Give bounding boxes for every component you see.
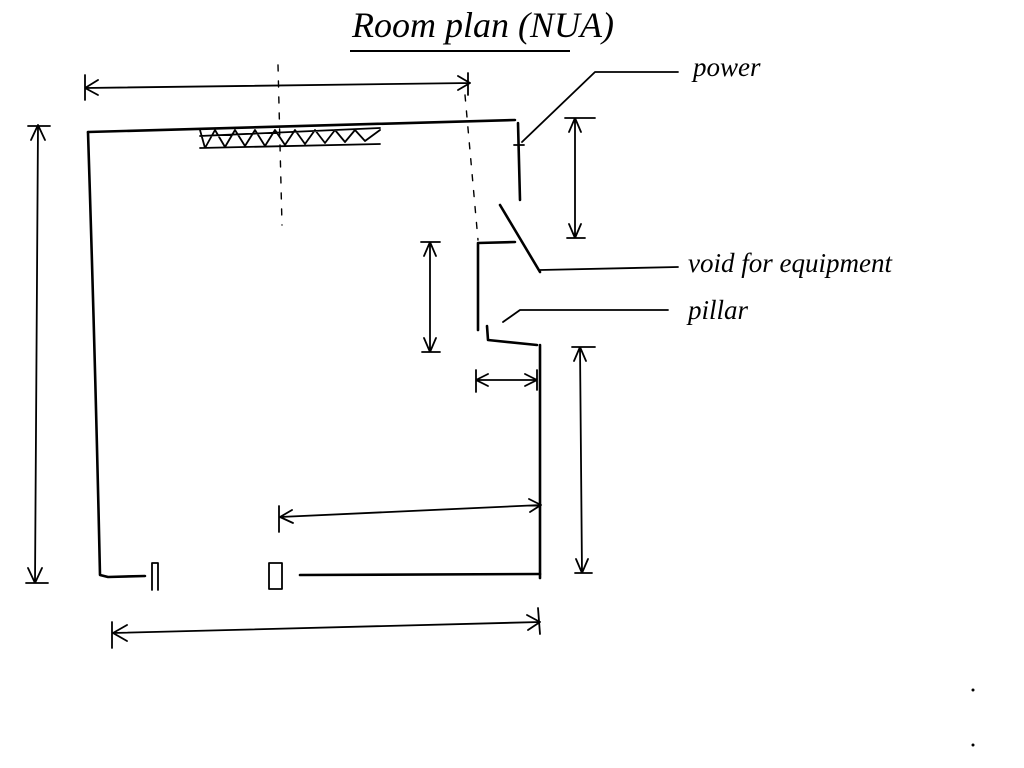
- center-guide-dashed: [277, 64, 283, 226]
- door-mark-right: [268, 562, 283, 590]
- void-diagonal: [498, 203, 542, 274]
- right-upper-wall: [516, 121, 522, 202]
- title-underline: [350, 50, 570, 52]
- dim-left-height: [25, 124, 51, 584]
- dim-pillar-width: [475, 369, 538, 393]
- dim-void-height: [420, 241, 441, 353]
- diagram-title: Room plan (NUA): [352, 5, 614, 45]
- label-void-for-equipment: void for equipment: [688, 248, 892, 278]
- dim-right-lower-height: [571, 346, 596, 574]
- void-wall: [476, 240, 517, 332]
- bottom-wall: [298, 572, 542, 577]
- dim-power-height: [564, 117, 596, 239]
- top-wall: [86, 118, 517, 134]
- void-guide-dashed: [464, 94, 479, 241]
- leader-pillar: [502, 309, 669, 323]
- dim-bottom-width: [111, 607, 541, 649]
- leader-void: [539, 266, 679, 271]
- dimension-lines: [25, 72, 596, 649]
- dim-door-to-wall: [278, 498, 542, 533]
- stray-dot: [971, 743, 975, 747]
- door-mark-left: [151, 562, 159, 591]
- label-pillar: pillar: [688, 295, 749, 325]
- label-power: power: [693, 52, 761, 82]
- left-wall: [86, 130, 147, 579]
- dim-top-width: [84, 72, 471, 101]
- leader-power: [521, 71, 679, 143]
- window-zigzag: [199, 127, 381, 149]
- stray-dot: [971, 688, 975, 692]
- pillar-and-right-wall: [485, 324, 542, 580]
- room-walls: [86, 118, 542, 591]
